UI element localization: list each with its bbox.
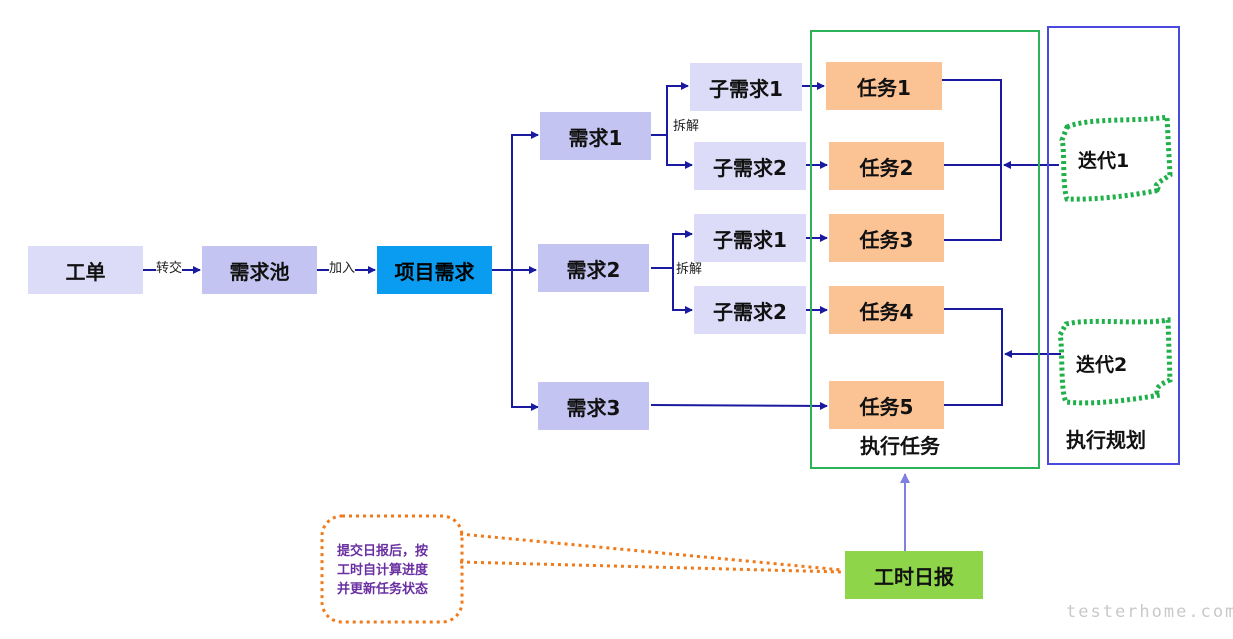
project-req-node: 项目需求: [377, 246, 492, 294]
iteration-2-label: 迭代2: [1076, 354, 1128, 376]
exec-plan-title: 执行规划: [1066, 428, 1146, 452]
sub-req2-a-node: 子需求2: [694, 142, 806, 190]
edge-label-join: 加入: [329, 261, 356, 276]
req1-node: 需求1: [540, 112, 651, 160]
exec-tasks-frame: [810, 30, 1040, 469]
daily-report-node: 工时日报: [845, 551, 983, 599]
sub-req2-b-node: 子需求2: [694, 286, 806, 334]
req2-node: 需求2: [538, 244, 649, 292]
task2-node: 任务2: [829, 142, 944, 190]
task5-node: 任务5: [829, 381, 944, 429]
note-line-3: 并更新任务状态: [337, 582, 429, 597]
req-pool-node: 需求池: [202, 246, 317, 294]
exec-plan-frame: [1047, 26, 1180, 465]
task4-node: 任务4: [829, 286, 944, 334]
iteration-1-label: 迭代1: [1078, 150, 1130, 172]
sub-req1-a-node: 子需求1: [690, 63, 802, 111]
edge-label-split-1: 拆解: [673, 119, 700, 134]
task1-node: 任务1: [826, 62, 942, 110]
task3-node: 任务3: [829, 214, 944, 262]
sub-req1-b-node: 子需求1: [694, 214, 806, 262]
edge-label-split-2: 拆解: [676, 262, 703, 277]
exec-tasks-title: 执行任务: [860, 434, 940, 458]
req3-node: 需求3: [538, 382, 649, 430]
note-line-1: 提交日报后，按: [337, 544, 429, 559]
work-order-node: 工单: [28, 246, 143, 294]
watermark: testerhome.com: [1066, 602, 1233, 622]
note-line-2: 工时自计算进度: [337, 563, 429, 578]
edge-label-transfer: 转交: [156, 261, 183, 276]
